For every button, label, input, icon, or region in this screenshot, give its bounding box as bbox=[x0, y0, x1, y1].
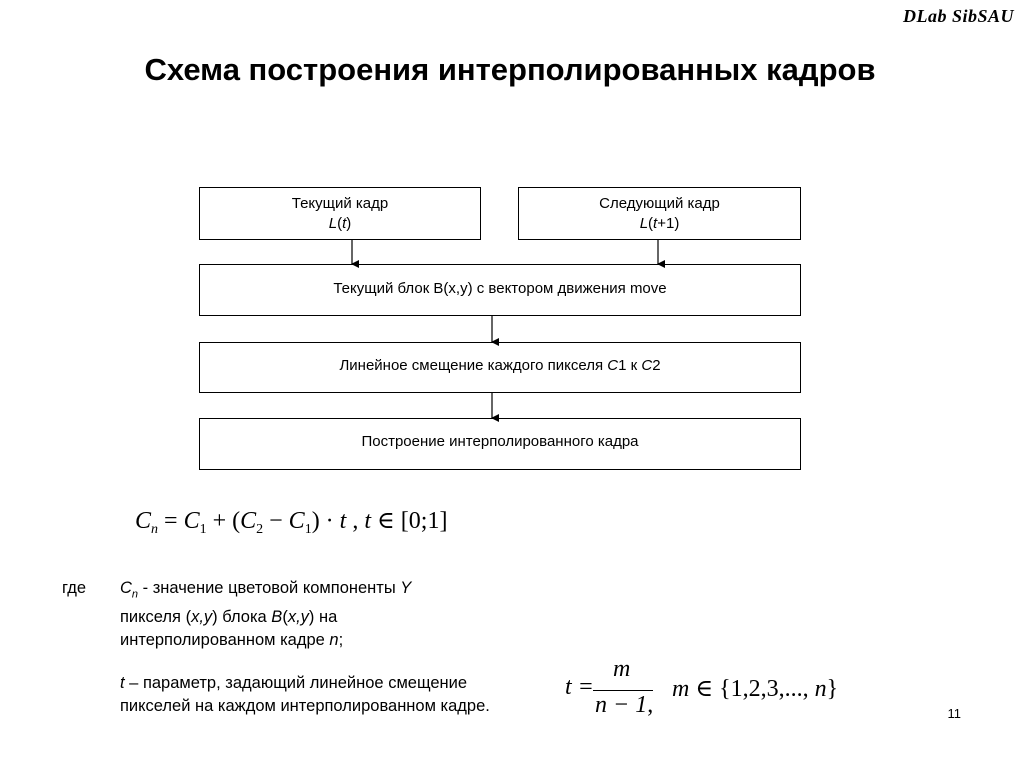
box-linear-shift: Линейное смещение каждого пикселя C1 к C… bbox=[199, 342, 801, 393]
box-next-label: Следующий кадр bbox=[599, 195, 720, 212]
box-build-frame: Построение интерполированного кадра bbox=[199, 418, 801, 470]
box-block-label: Текущий блок B(x,y) с вектором движения … bbox=[333, 280, 667, 297]
box-current-label: Текущий кадр bbox=[291, 195, 389, 212]
box-next-frame: Следующий кадр L(t+1) bbox=[518, 187, 801, 240]
interpolation-formula: Cn = C1 + (C2 − C1) · t , t ∈ [0;1] bbox=[135, 508, 448, 537]
box-shift-label: Линейное смещение каждого пикселя C1 к C… bbox=[339, 357, 661, 374]
note-cn-definition: Cn - значение цветовой компоненты Y пикс… bbox=[120, 579, 412, 650]
brand-logo: DLab SibSAU bbox=[902, 6, 1014, 26]
box-build-label: Построение интерполированного кадра bbox=[361, 433, 639, 450]
fraction-lhs: t = bbox=[565, 674, 594, 700]
fraction-denominator: n − 1, bbox=[595, 692, 654, 718]
page-title: Схема построения интерполированных кадро… bbox=[144, 52, 876, 87]
fraction-bar bbox=[593, 690, 653, 691]
box-next-formula: L(t+1) bbox=[639, 215, 680, 232]
box-current-formula: L(t) bbox=[328, 215, 352, 232]
fraction-numerator: m bbox=[613, 656, 631, 682]
box-current-block: Текущий блок B(x,y) с вектором движения … bbox=[199, 264, 801, 316]
box-current-frame: Текущий кадр L(t) bbox=[199, 187, 481, 240]
m-set-formula: m ∈ {1,2,3,..., n} bbox=[672, 676, 839, 702]
page-number: 11 bbox=[947, 706, 962, 721]
note-where-label: где bbox=[62, 579, 87, 597]
note-t-definition: t – параметр, задающий линейное смещение… bbox=[120, 674, 490, 715]
